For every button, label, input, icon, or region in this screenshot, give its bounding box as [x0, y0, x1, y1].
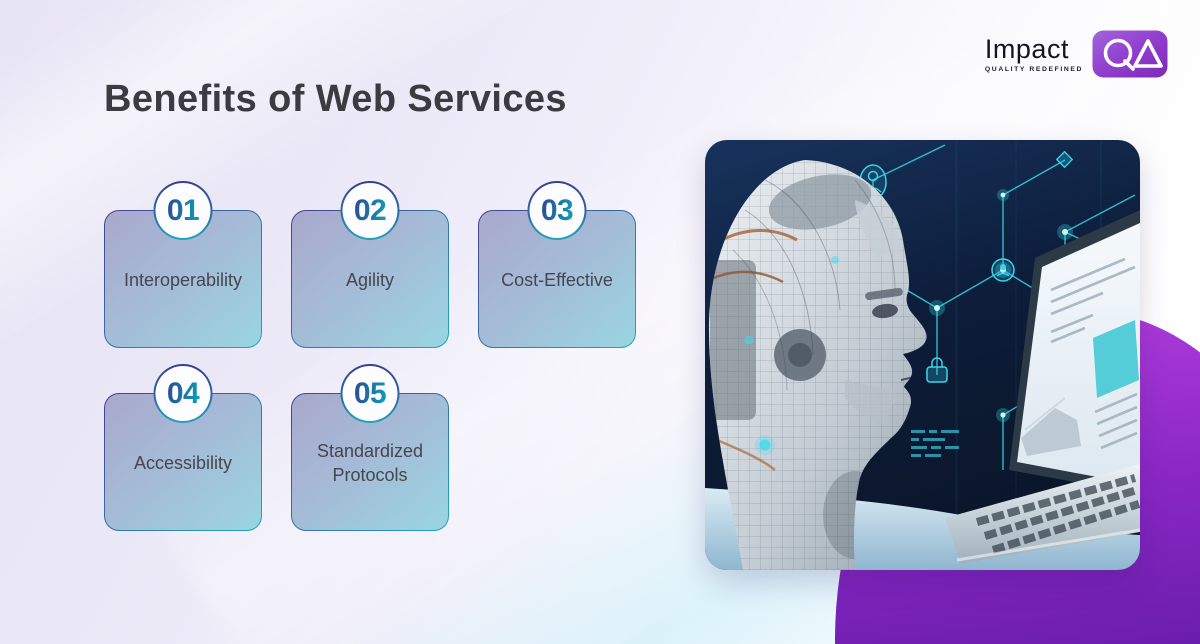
card-number-circle: 03	[528, 181, 587, 240]
diamond-icon	[1055, 150, 1074, 169]
card-number-circle: 02	[341, 181, 400, 240]
card-number-circle: 04	[154, 364, 213, 423]
card-number: 04	[166, 376, 200, 410]
card-number: 01	[166, 193, 200, 227]
logo-brand-text: Impact	[984, 33, 1069, 64]
card-label: Standardized Protocols	[316, 440, 424, 485]
card-number-circle: 01	[154, 181, 213, 240]
card-number: 05	[353, 376, 387, 410]
ai-robot-laptop-image	[705, 140, 1140, 570]
card-label: Cost-Effective	[501, 269, 613, 290]
card-label: Interoperability	[123, 269, 243, 290]
card-label: Accessibility	[133, 452, 233, 473]
qa-logo-icon	[1092, 30, 1168, 78]
card-label: Agility	[345, 269, 394, 290]
user-node-icon	[991, 258, 1015, 282]
ai-scene-graphic	[705, 140, 1140, 570]
benefit-card-agility: 02 Agility	[291, 183, 449, 348]
card-number: 02	[353, 193, 387, 227]
card-number-circle: 05	[341, 364, 400, 423]
logo-tagline-text: QUALITY REDEFINED	[984, 66, 1083, 74]
card-number: 03	[540, 193, 574, 227]
benefit-card-interoperability: 01 Interoperability	[104, 183, 262, 348]
logo-wordmark: Impact QUALITY REDEFINED	[984, 33, 1083, 74]
benefit-card-accessibility: 04 Accessibility	[104, 366, 262, 531]
benefit-card-standardized-protocols: 05 Standardized Protocols	[291, 366, 449, 531]
impactqa-logo: Impact QUALITY REDEFINED QA	[985, 30, 1168, 78]
benefit-card-cost-effective: 03 Cost-Effective	[478, 183, 636, 348]
page-title: Benefits of Web Services	[104, 78, 567, 120]
